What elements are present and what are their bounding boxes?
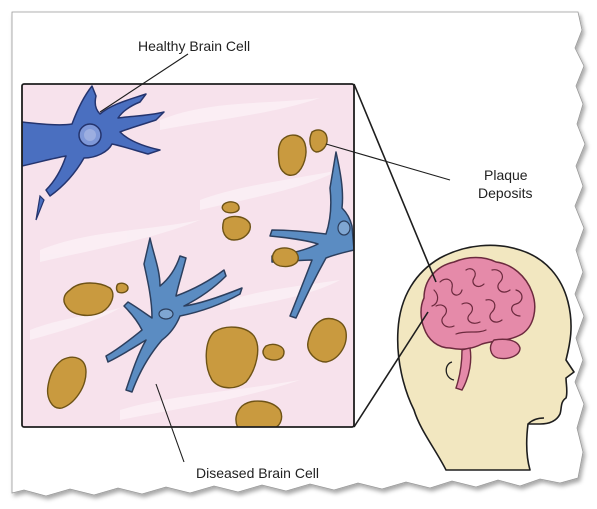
plaque-6 bbox=[63, 282, 114, 317]
plaque-4 bbox=[222, 215, 251, 241]
plaque-label-line1: Plaque bbox=[484, 167, 528, 183]
diseased-cell-leader bbox=[155, 383, 185, 463]
plaque-3 bbox=[221, 201, 240, 214]
head-profile bbox=[396, 244, 575, 471]
zoom-line-top bbox=[353, 83, 437, 283]
plaque-deposits bbox=[46, 129, 347, 427]
diseased-brain-cell-label: Diseased Brain Cell bbox=[196, 465, 319, 481]
plaque-9 bbox=[205, 326, 259, 389]
plaque-leader bbox=[325, 143, 451, 181]
plaque-label-line2: Deposits bbox=[478, 185, 532, 201]
plaque-8 bbox=[307, 317, 347, 363]
zoom-line-bottom bbox=[353, 311, 429, 428]
plaque-5 bbox=[271, 247, 299, 268]
plaque-7 bbox=[115, 282, 129, 294]
healthy-brain-cell-label: Healthy Brain Cell bbox=[138, 38, 250, 54]
diseased-neuron-center bbox=[105, 237, 243, 393]
plaque-12 bbox=[235, 400, 283, 427]
plaque-2 bbox=[309, 129, 328, 153]
plaque-11 bbox=[46, 356, 87, 409]
plaque-10 bbox=[262, 343, 285, 361]
healthy-neuron bbox=[22, 85, 165, 221]
healthy-cell-leader bbox=[99, 53, 189, 113]
tissue-panel-border bbox=[21, 83, 355, 428]
diseased-neuron-right bbox=[269, 151, 354, 319]
plaque-1 bbox=[277, 134, 307, 176]
